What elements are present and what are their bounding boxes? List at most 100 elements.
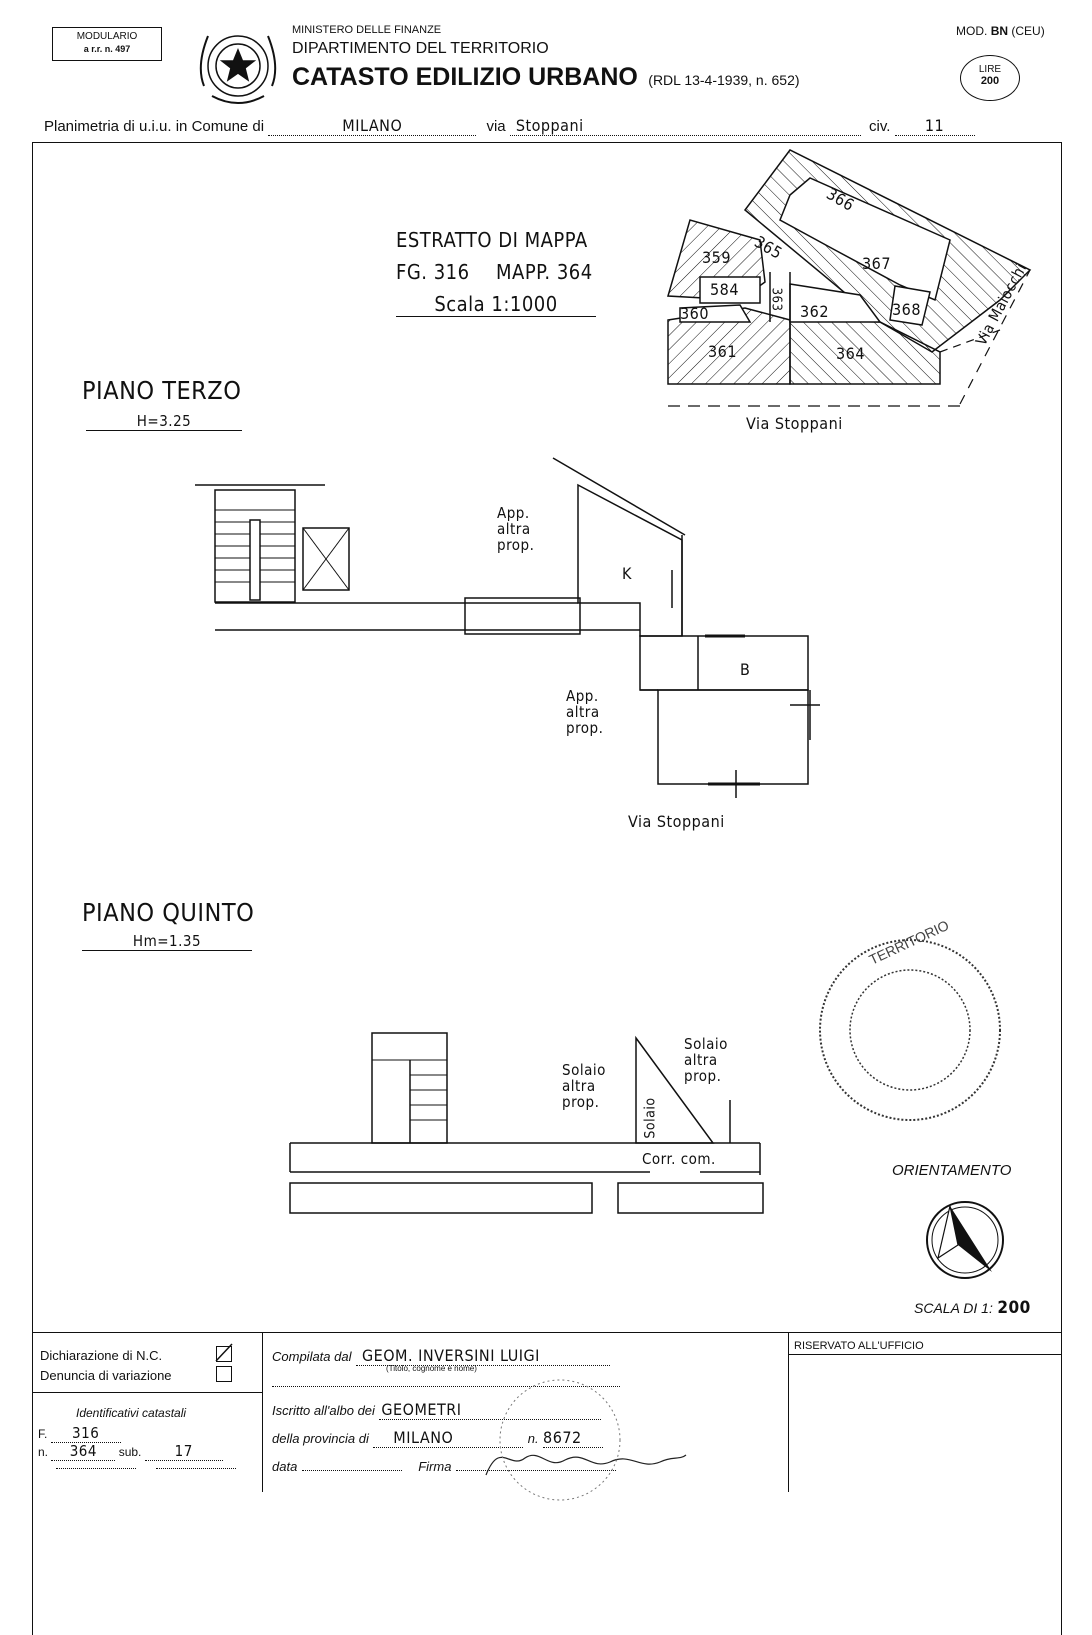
provincia-row: della provincia di MILANO n. 8672: [272, 1428, 604, 1448]
solaio-line: prop.: [562, 1093, 600, 1111]
lire-stamp: LIRE 200: [960, 55, 1020, 101]
footer-divider-1: [262, 1332, 263, 1492]
solaio-line: Solaio: [684, 1035, 728, 1053]
compilata-value: GEOM. INVERSINI LUIGI: [355, 1346, 610, 1366]
dichiarazione-checkbox[interactable]: [216, 1346, 232, 1362]
department-label: DIPARTIMENTO DEL TERRITORIO: [292, 40, 549, 57]
provincia-value: MILANO: [373, 1428, 524, 1448]
parcel-label: 361: [708, 342, 737, 361]
app-line: altra: [497, 520, 531, 538]
parcel-label: 359: [702, 248, 731, 267]
parcel-label: 362: [800, 302, 829, 321]
titolo-hint: (Titolo, cognome e nome): [386, 1364, 477, 1373]
firma-label: Firma: [418, 1459, 452, 1474]
compilata-label: Compilata dal: [272, 1349, 352, 1364]
mod-prefix: MOD.: [956, 24, 988, 38]
floor-5-solaio-label: Solaio altra prop.: [562, 1062, 606, 1110]
civ-label: civ.: [868, 118, 891, 135]
modulario-box: MODULARIO a r.r. n. 497: [52, 27, 162, 61]
riservato-label: RISERVATO ALL'UFFICIO: [794, 1340, 924, 1352]
num-value: 8672: [543, 1428, 604, 1448]
app-line: prop.: [566, 719, 604, 737]
provincia-label: della provincia di: [272, 1431, 369, 1446]
footer-divider-2: [788, 1332, 789, 1492]
floor-5-solaio-vertical: Solaio: [642, 1097, 659, 1139]
floor-5-solaio-label: Solaio altra prop.: [684, 1036, 728, 1084]
f-row: F. 316: [38, 1424, 121, 1443]
data-label: data: [272, 1459, 298, 1474]
map-fg: FG. 316: [396, 260, 470, 284]
orientation-label: ORIENTAMENTO: [892, 1162, 1012, 1179]
footer-divider-3: [32, 1392, 262, 1393]
map-street-bottom: Via Stoppani: [746, 414, 843, 433]
extra-field: [156, 1468, 236, 1469]
n-value: 364: [51, 1442, 116, 1461]
denuncia-label: Denuncia di variazione: [40, 1368, 172, 1383]
data-value: [301, 1470, 402, 1471]
floor-5-corridor: Corr. com.: [642, 1150, 716, 1168]
solaio-line: Solaio: [562, 1061, 606, 1079]
parcel-label: 363: [768, 287, 784, 312]
floor-3-height: H=3.25: [86, 412, 242, 431]
floor-5-title: PIANO QUINTO: [82, 898, 255, 927]
solaio-line: prop.: [684, 1067, 722, 1085]
identificativi-label: Identificativi catastali: [76, 1406, 187, 1420]
parcel-label: 584: [710, 280, 739, 299]
parcel-label: 364: [836, 344, 865, 363]
floor-3-app-label: App. altra prop.: [497, 505, 534, 553]
iscritto-label: Iscritto all'albo dei: [272, 1403, 375, 1418]
compilata-extra-line: [272, 1386, 620, 1387]
ministry-label: MINISTERO DELLE FINANZE: [292, 24, 442, 36]
parcel-label: 367: [862, 254, 891, 273]
denuncia-checkbox[interactable]: [216, 1366, 232, 1382]
modulario-line2: a r.r. n. 497: [83, 44, 131, 54]
mod-suffix: (CEU): [1011, 24, 1045, 38]
mod-code: MOD. BN (CEU): [956, 24, 1045, 38]
lire-label: LIRE: [978, 64, 1002, 75]
comune-value: MILANO: [268, 116, 477, 136]
data-row: data Firma: [272, 1458, 616, 1476]
solaio-line: altra: [684, 1051, 718, 1069]
iscritto-row: Iscritto all'albo dei GEOMETRI: [272, 1400, 602, 1420]
parcel-label: 368: [892, 300, 921, 319]
iscritto-value: GEOMETRI: [379, 1400, 602, 1420]
modulario-line1: MODULARIO: [76, 31, 138, 42]
app-line: App.: [566, 687, 599, 705]
scale-row: SCALA DI 1: 200: [914, 1298, 1031, 1318]
map-scale: Scala 1:1000: [396, 292, 596, 317]
sub-label: sub.: [118, 1445, 142, 1459]
floor-3-app-label: App. altra prop.: [566, 688, 603, 736]
parcel-label: 360: [680, 304, 709, 323]
extra-field: [56, 1468, 136, 1469]
mod-code-value: BN: [990, 24, 1009, 38]
dichiarazione-label: Dichiarazione di N.C.: [40, 1348, 163, 1363]
num-label: n.: [527, 1431, 539, 1446]
civ-value: 11: [894, 116, 975, 136]
compilata-row: Compilata dal GEOM. INVERSINI LUIGI: [272, 1346, 610, 1366]
sub-value: 17: [144, 1442, 223, 1461]
floor-3-street: Via Stoppani: [628, 812, 725, 831]
solaio-line: altra: [562, 1077, 596, 1095]
map-extract-title: ESTRATTO DI MAPPA: [396, 228, 588, 252]
lire-value: 200: [980, 75, 1000, 87]
f-value: 316: [50, 1424, 121, 1443]
drawing-frame: [32, 142, 1062, 1635]
scale-label: SCALA DI 1:: [914, 1300, 993, 1316]
app-line: prop.: [497, 536, 535, 554]
app-line: altra: [566, 703, 600, 721]
room-b-label: B: [740, 660, 751, 679]
title-row: CATASTO EDILIZIO URBANO (RDL 13-4-1939, …: [292, 63, 800, 92]
address-line: Planimetria di u.i.u. in Comune di MILAN…: [44, 116, 1062, 136]
firma-value: [455, 1470, 616, 1471]
n-label: n.: [38, 1445, 49, 1459]
scale-value: 200: [997, 1298, 1031, 1318]
footer-divider-4: [788, 1354, 1062, 1355]
document-title: CATASTO EDILIZIO URBANO: [292, 63, 638, 91]
room-k-label: K: [622, 564, 632, 583]
f-label: F.: [38, 1427, 48, 1441]
floor-3-title: PIANO TERZO: [82, 376, 242, 405]
address-prefix: Planimetria di u.i.u. in Comune di: [44, 118, 265, 135]
map-mapp: MAPP. 364: [496, 260, 593, 284]
document-title-ref: (RDL 13-4-1939, n. 652): [648, 72, 800, 88]
footer-top-border: [32, 1332, 1062, 1333]
